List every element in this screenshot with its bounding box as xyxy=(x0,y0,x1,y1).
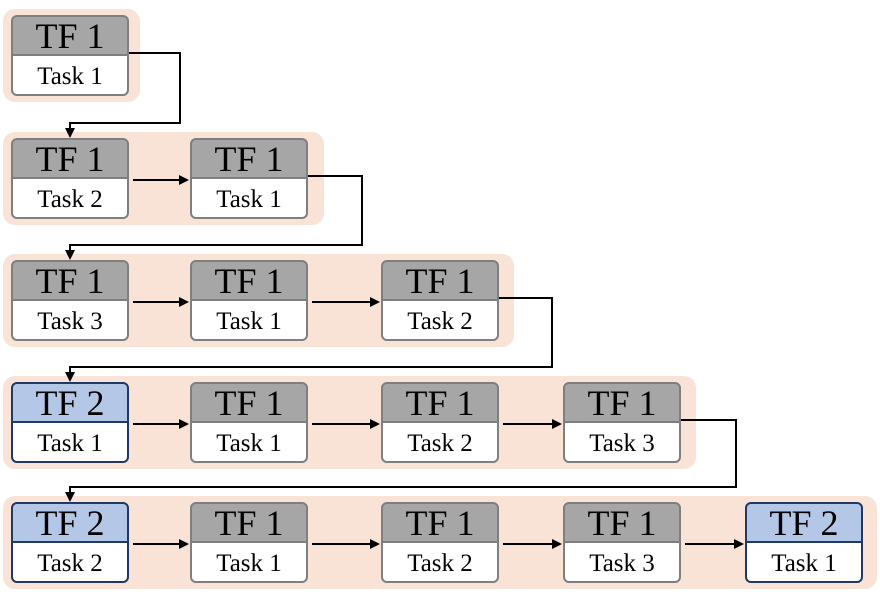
tf-label: TF 2 xyxy=(35,503,104,543)
task-block-border xyxy=(563,502,681,583)
row-connector-arrow xyxy=(65,175,363,260)
tf-label: TF 1 xyxy=(587,503,656,543)
task-block: TF 1 Task 2 xyxy=(11,138,129,219)
tf-header xyxy=(191,383,307,422)
tf-label: TF 1 xyxy=(214,261,283,301)
task-label: Task 1 xyxy=(216,308,282,335)
task-label: Task 2 xyxy=(407,430,473,457)
tf-label: TF 1 xyxy=(35,261,104,301)
tf-label: TF 1 xyxy=(405,503,474,543)
task-block-border xyxy=(11,15,129,96)
task-label: Task 3 xyxy=(589,550,655,577)
tf-label: TF 1 xyxy=(35,16,104,56)
tf-header xyxy=(12,383,128,422)
tf-label: TF 1 xyxy=(405,261,474,301)
task-block: TF 1 Task 3 xyxy=(563,382,681,463)
connectors-layer xyxy=(65,52,744,549)
task-block-border xyxy=(381,502,499,583)
task-label: Task 1 xyxy=(216,186,282,213)
tf-label: TF 1 xyxy=(214,383,283,423)
task-block: TF 1 Task 2 xyxy=(381,502,499,583)
tf-header xyxy=(382,383,498,422)
task-label: Task 2 xyxy=(37,550,103,577)
task-block: TF 1 Task 1 xyxy=(11,15,129,96)
task-block: TF 1 Task 2 xyxy=(381,382,499,463)
task-block-border xyxy=(381,382,499,463)
row-connector-arrow xyxy=(65,297,553,382)
tf-header xyxy=(12,16,128,55)
task-block-border xyxy=(563,382,681,463)
tf-header xyxy=(191,261,307,300)
task-block-border xyxy=(381,260,499,341)
task-block-border xyxy=(11,382,129,463)
tf-label: TF 1 xyxy=(405,383,474,423)
task-block: TF 1 Task 1 xyxy=(190,382,308,463)
task-label: Task 2 xyxy=(407,308,473,335)
task-label: Task 2 xyxy=(407,550,473,577)
task-block-border xyxy=(11,260,129,341)
task-label: Task 3 xyxy=(37,308,103,335)
task-block-border xyxy=(190,138,308,219)
task-label: Task 3 xyxy=(589,430,655,457)
tf-header xyxy=(191,503,307,542)
task-block: TF 1 Task 3 xyxy=(11,260,129,341)
tf-label: TF 1 xyxy=(35,139,104,179)
tf-header xyxy=(191,139,307,178)
task-block: TF 1 Task 3 xyxy=(563,502,681,583)
task-block-border xyxy=(190,502,308,583)
tf-label: TF 1 xyxy=(214,139,283,179)
task-block-border xyxy=(190,382,308,463)
blocks-layer: TF 1 Task 1 TF 1 Task 2 TF 1 Task 1 TF 1 Task 3… xyxy=(11,15,863,583)
task-block-border xyxy=(190,260,308,341)
task-block: TF 2 Task 1 xyxy=(745,502,863,583)
task-block: TF 2 Task 1 xyxy=(11,382,129,463)
task-block-border xyxy=(11,502,129,583)
tf-header xyxy=(12,139,128,178)
task-label: Task 1 xyxy=(37,430,103,457)
task-block-border xyxy=(745,502,863,583)
task-block: TF 1 Task 1 xyxy=(190,502,308,583)
row-connector-arrow xyxy=(65,419,737,502)
tf-label: TF 2 xyxy=(35,383,104,423)
task-block: TF 1 Task 2 xyxy=(381,260,499,341)
row-band xyxy=(3,376,696,469)
task-label: Task 1 xyxy=(216,430,282,457)
task-block: TF 1 Task 1 xyxy=(190,260,308,341)
tf-header xyxy=(564,383,680,422)
row-connector-arrow xyxy=(65,52,181,138)
tf-label: TF 1 xyxy=(214,503,283,543)
task-label: Task 1 xyxy=(216,550,282,577)
tf-header xyxy=(12,503,128,542)
task-block: TF 1 Task 1 xyxy=(190,138,308,219)
task-label: Task 2 xyxy=(37,186,103,213)
tf-label: TF 1 xyxy=(587,383,656,423)
tf-header xyxy=(564,503,680,542)
tf-label: TF 2 xyxy=(769,503,838,543)
tf-header xyxy=(12,261,128,300)
tf-header xyxy=(382,261,498,300)
task-block: TF 2 Task 2 xyxy=(11,502,129,583)
task-label: Task 1 xyxy=(771,550,837,577)
task-block-border xyxy=(11,138,129,219)
task-label: Task 1 xyxy=(37,63,103,90)
tf-header xyxy=(746,503,862,542)
tf-header xyxy=(382,503,498,542)
